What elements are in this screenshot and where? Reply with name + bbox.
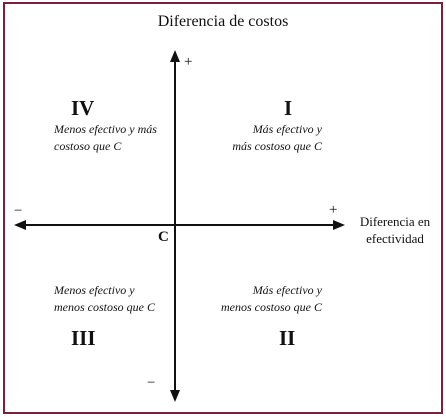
quadrant-i-numeral: I <box>284 96 293 120</box>
origin-label: C <box>158 229 169 245</box>
diagram-title: Diferencia de costos <box>157 13 289 30</box>
x-axis-positive-sign: + <box>329 202 338 218</box>
x-axis-negative-sign: − <box>14 203 23 219</box>
y-axis-negative-sign: − <box>147 375 156 391</box>
quadrant-iv-line-1: Menos efectivo y más <box>54 122 157 136</box>
quadrant-iii-line-1: Menos efectivo y <box>54 283 135 297</box>
x-axis-label-line-1: Diferencia en <box>359 214 431 229</box>
quadrant-iv-numeral: IV <box>71 96 95 120</box>
x-axis-right-arrow <box>333 220 345 230</box>
quadrant-ii-description: Más efectivo y menos costoso que C <box>202 282 322 316</box>
y-axis-down-arrow <box>170 390 180 402</box>
x-axis-left-arrow <box>14 220 26 230</box>
x-axis-label-line-2: efectividad <box>366 231 424 246</box>
outer-frame <box>3 2 443 414</box>
x-axis-label: Diferencia en efectividad <box>352 213 438 247</box>
quadrant-ii-line-2: menos costoso que C <box>221 300 322 314</box>
y-axis-positive-sign: + <box>184 54 193 70</box>
quadrant-iv-description: Menos efectivo y más costoso que C <box>54 121 174 155</box>
quadrant-i-line-1: Más efectivo y <box>252 122 322 136</box>
y-axis-up-arrow <box>170 50 180 62</box>
quadrant-iii-description: Menos efectivo y menos costoso que C <box>54 282 174 316</box>
quadrant-iii-numeral: III <box>71 326 96 350</box>
quadrant-iii-line-2: menos costoso que C <box>54 300 155 314</box>
quadrant-i-description: Más efectivo y más costoso que C <box>206 121 322 155</box>
quadrant-i-line-2: más costoso que C <box>232 139 322 153</box>
quadrant-ii-line-1: Más efectivo y <box>252 283 322 297</box>
quadrant-ii-numeral: II <box>279 326 296 350</box>
quadrant-iv-line-2: costoso que C <box>54 139 122 153</box>
